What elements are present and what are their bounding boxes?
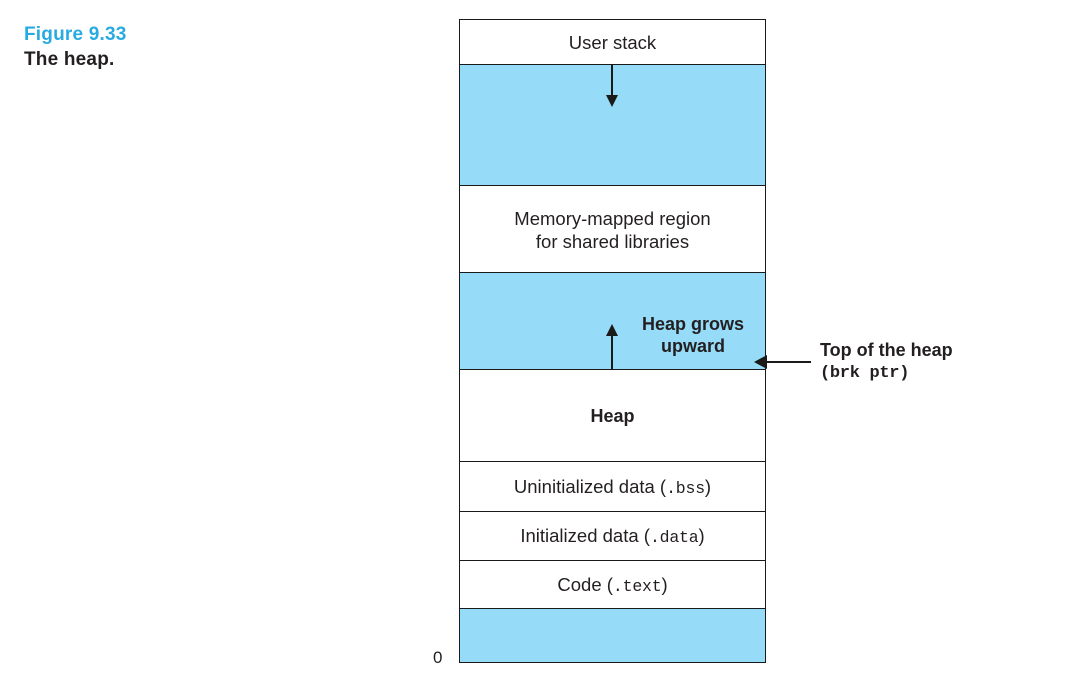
memory-block-code: Code (.text) — [459, 560, 766, 609]
memory-block-label-prefix: Initialized data ( — [520, 525, 650, 546]
memory-block-label: User stack — [568, 32, 657, 53]
memory-block-user-stack: User stack — [459, 19, 766, 65]
stack-grows-down-arrow-icon — [605, 65, 618, 107]
memory-block-label-prefix: Code ( — [557, 573, 613, 595]
heap-grows-upward-label: Heap grows upward — [641, 314, 745, 356]
memory-layout-diagram: User stack Memory-mapped region for shar… — [459, 19, 766, 664]
memory-block-label-section: .bss — [666, 478, 705, 498]
memory-block-heap: Heap — [459, 369, 766, 462]
memory-block-label-prefix: Uninitialized data ( — [513, 475, 667, 497]
callout-left-arrow-icon — [754, 354, 811, 369]
zero-address-label: 0 — [433, 648, 443, 667]
figure-number: Figure 9.33 — [24, 24, 127, 45]
figure-title: The heap. — [24, 49, 115, 70]
memory-block-label: Code (.text) — [557, 573, 667, 598]
memory-block-label: Heap — [590, 405, 635, 426]
memory-block-reserved — [459, 608, 766, 663]
top-of-heap-callout: Top of the heap (brk ptr) — [754, 338, 953, 386]
memory-block-label: Memory-mapped region for shared librarie… — [514, 207, 711, 252]
memory-block-label-section: .data — [649, 528, 699, 547]
memory-block-label-suffix: ) — [661, 573, 668, 595]
memory-block-label-section: .text — [612, 576, 662, 596]
memory-block-uninitialized-data: Uninitialized data (.bss) — [459, 461, 766, 512]
memory-block-label-suffix: ) — [698, 525, 705, 546]
callout-text: Top of the heap (brk ptr) — [820, 338, 953, 386]
heap-grows-up-arrow-icon — [605, 324, 618, 370]
memory-block-label-suffix: ) — [704, 475, 712, 497]
figure-caption: Figure 9.33 The heap. — [24, 22, 324, 72]
callout-line-2: (brk ptr) — [820, 364, 910, 383]
callout-line-1: Top of the heap — [820, 340, 953, 360]
memory-block-label: Uninitialized data (.bss) — [514, 475, 711, 500]
memory-block-memory-mapped: Memory-mapped region for shared librarie… — [459, 185, 766, 273]
memory-block-label: Initialized data (.data) — [520, 524, 704, 549]
memory-block-initialized-data: Initialized data (.data) — [459, 511, 766, 561]
